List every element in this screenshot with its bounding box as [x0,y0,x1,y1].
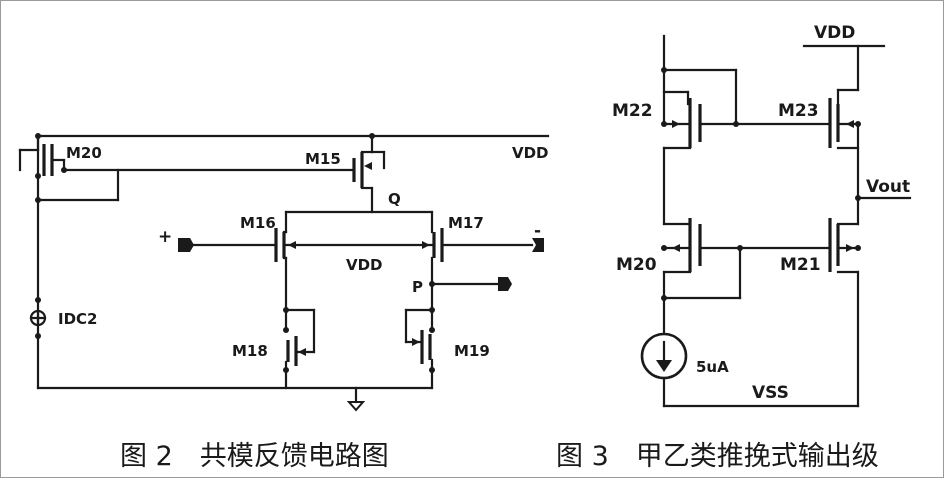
label-plus-input: + [158,227,172,247]
m23-transistor [828,88,861,226]
m21-transistor [828,218,861,408]
label-minus-input: - [534,221,541,241]
figure2-caption: 图 2 共模反馈电路图 [120,441,389,472]
label-m18: M18 [232,342,268,360]
m15-transistor [352,133,386,214]
label-m21: M21 [780,255,821,275]
cmfb-circuit: M20 M15 VDD Q M16 M17 + - VDD P IDC2 M18… [18,133,550,412]
label-vss: VSS [752,383,789,403]
m16-transistor [274,228,296,332]
label-idc2: IDC2 [58,310,97,328]
m19-transistor [404,307,435,390]
label-m15: M15 [305,150,341,168]
label-vdd-rail: VDD [512,144,549,162]
label-m17: M17 [448,214,484,232]
label-vdd: VDD [814,23,855,43]
label-m16: M16 [240,214,276,232]
label-node-q: Q [388,190,401,208]
label-vdd-bulk: VDD [346,256,383,274]
label-m20: M20 [66,144,102,162]
m17-transistor [422,228,444,332]
figure3-caption: 图 3 甲乙类推挽式输出级 [556,441,879,472]
label-vout: Vout [866,177,910,197]
label-m19: M19 [454,342,490,360]
push-pull-output-stage: VDD M22 M23 Vout M20 M21 5uA VSS [612,23,912,408]
m20-transistor [18,133,66,179]
label-m22: M22 [612,101,653,121]
m22-transistor [661,90,702,226]
m18-transistor [283,307,316,390]
label-m23: M23 [778,101,819,121]
idc2-current-source [29,297,47,339]
ground-symbol [346,386,366,412]
current-source-5ua [640,332,688,408]
label-current-5ua: 5uA [696,358,729,376]
label-m20-fig3: M20 [616,255,657,275]
m20-fig3-transistor [661,218,702,334]
label-node-p: P [412,278,423,296]
